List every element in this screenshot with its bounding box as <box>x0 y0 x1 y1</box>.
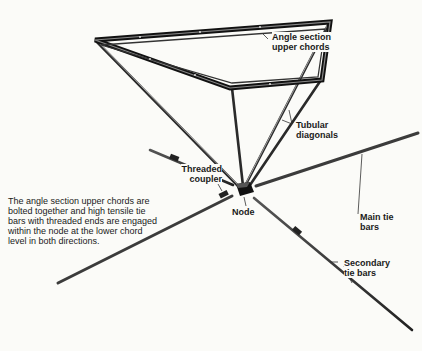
leader-line <box>218 33 362 283</box>
secondary-tie-bar <box>150 150 412 330</box>
note-text-text: The angle section upper chords are bolte… <box>8 196 157 246</box>
part-label: Tubular diagonals <box>296 120 356 140</box>
part-label-text: Node <box>232 207 255 217</box>
part-label-text: Secondary tie bars <box>344 258 390 278</box>
node-joint <box>236 182 254 196</box>
part-label: Threaded coupler <box>180 164 222 184</box>
part-label-text: Tubular diagonals <box>296 120 338 140</box>
part-label: Secondary tie bars <box>344 258 400 278</box>
part-label-text: Angle section upper chords <box>272 32 331 52</box>
part-label: Node <box>232 207 272 217</box>
part-label-text: Main tie bars <box>360 212 394 232</box>
part-label-text: Threaded coupler <box>181 164 222 184</box>
note-text: The angle section upper chords are bolte… <box>8 196 160 246</box>
part-label: Main tie bars <box>360 212 410 232</box>
threaded-coupler <box>169 154 302 236</box>
part-label: Angle section upper chords <box>272 32 342 52</box>
